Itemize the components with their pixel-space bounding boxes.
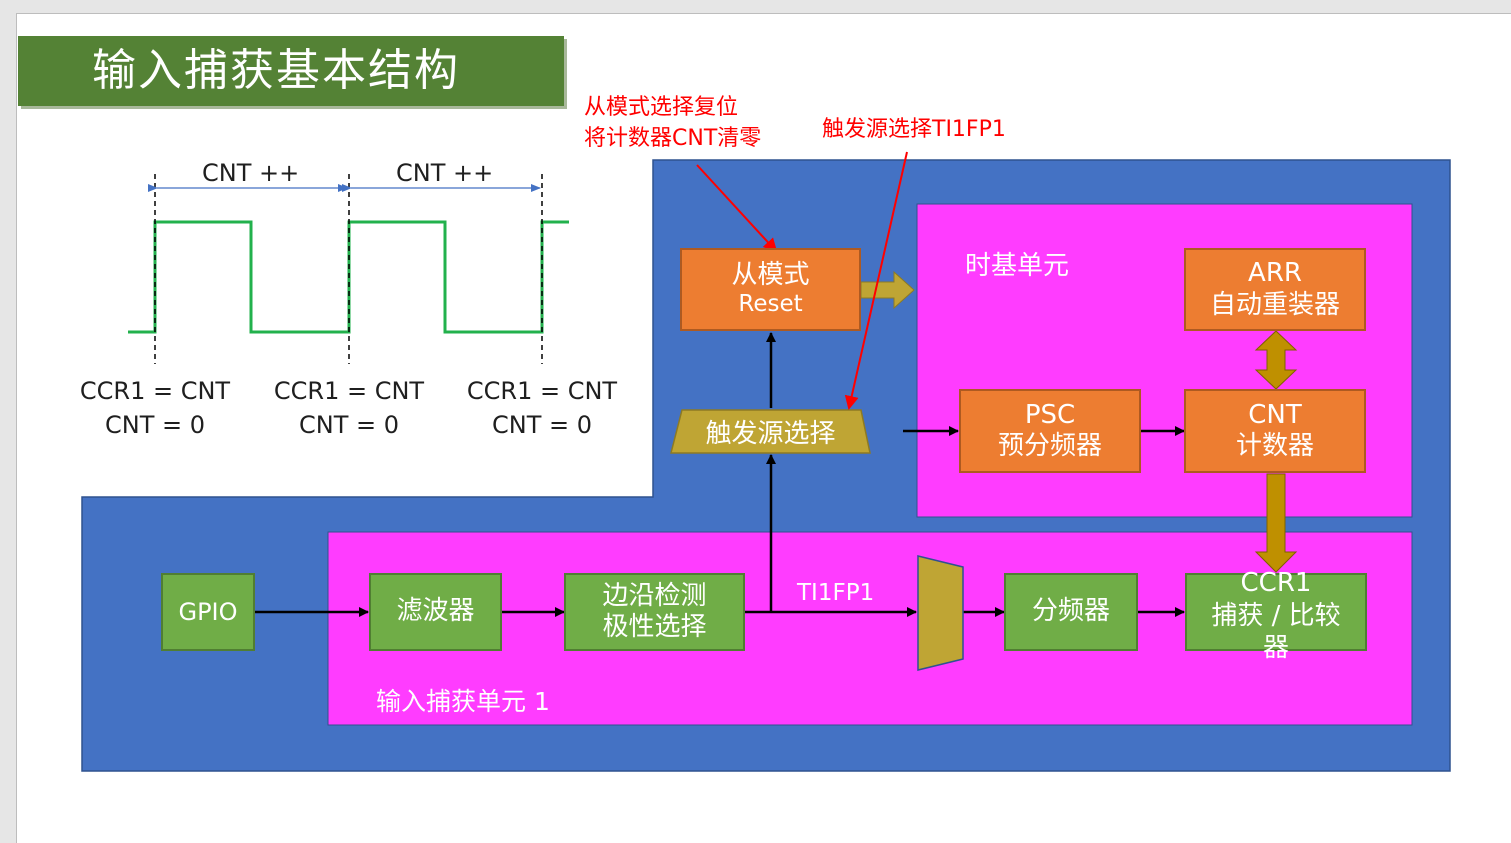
filter-box: 滤波器 [369,573,502,651]
capture-label-1-line2: CNT = 0 [104,411,205,439]
reset-annotation-arrow [696,164,778,253]
filter-label: 滤波器 [396,596,475,627]
slave-mode-line2: Reset [738,291,803,318]
slave-mode-line1: 从模式 [731,260,810,291]
input-capture-title: 输入捕获单元 1 [376,687,550,716]
psc-box: PSC 预分频器 [959,389,1141,473]
capture-label-2-line2: CNT = 0 [298,411,399,439]
arrow-slave-to-timebase [860,270,915,310]
gpio-box: GPIO [161,573,255,651]
ti1fp1-signal-label: TI1FP1 [797,580,875,606]
ccr1-box: CCR1 捕获 / 比较 器 [1185,568,1367,663]
capture-label-3: CCR1 = CNT CNT = 0 [465,374,619,442]
trigger-annotation-arrow [844,151,908,410]
slave-mode-box: 从模式 Reset [680,248,861,331]
edge-detect-line2: 极性选择 [602,612,707,642]
edge-detect-line1: 边沿检测 [602,580,707,611]
psc-line2: 预分频器 [997,431,1102,461]
time-base-title: 时基单元 [965,251,1070,281]
cnt-line1: CNT [1248,399,1302,430]
gpio-label: GPIO [178,597,238,626]
reset-annotation-line1: 从模式选择复位 [584,95,739,120]
ccr1-line1: CCR1 [1240,568,1312,598]
arr-line2: 自动重装器 [1209,289,1340,320]
arr-line1: ARR [1248,258,1302,289]
capture-label-3-line1: CCR1 = CNT [466,377,618,405]
reset-annotation-line2: 将计数器CNT清零 [584,126,762,151]
prescaler-box: 分频器 [1004,573,1138,651]
cnt-line2: 计数器 [1235,431,1314,461]
input-mux-shape [917,555,964,671]
trigger-annotation: 触发源选择TI1FP1 [822,117,1006,142]
interval-label-2: CNT ++ [396,159,494,187]
arrow-cnt-to-ccr [1254,473,1298,573]
capture-label-2: CCR1 = CNT CNT = 0 [272,374,426,442]
cnt-box: CNT 计数器 [1184,389,1366,473]
capture-label-1: CCR1 = CNT CNT = 0 [78,374,232,442]
title-banner: 输入捕获基本结构 [18,36,564,106]
waveform-diagram [128,174,569,364]
capture-label-1-line1: CCR1 = CNT [79,377,231,405]
arr-box: ARR 自动重装器 [1184,248,1366,331]
trigger-select-label: 触发源选择 [705,419,836,449]
trigger-select-shape [670,409,871,454]
page-title: 输入捕获基本结构 [92,45,460,96]
prescaler-label: 分频器 [1031,596,1110,627]
ccr1-line3: 器 [1262,633,1289,663]
reset-annotation: 从模式选择复位 将计数器CNT清零 [584,92,761,154]
psc-line1: PSC [1024,399,1076,430]
capture-label-3-line2: CNT = 0 [491,411,592,439]
edge-detect-box: 边沿检测 极性选择 [564,573,745,651]
capture-label-2-line1: CCR1 = CNT [273,377,425,405]
ccr1-line2: 捕获 / 比较 [1211,600,1341,631]
interval-label-1: CNT ++ [202,159,300,187]
